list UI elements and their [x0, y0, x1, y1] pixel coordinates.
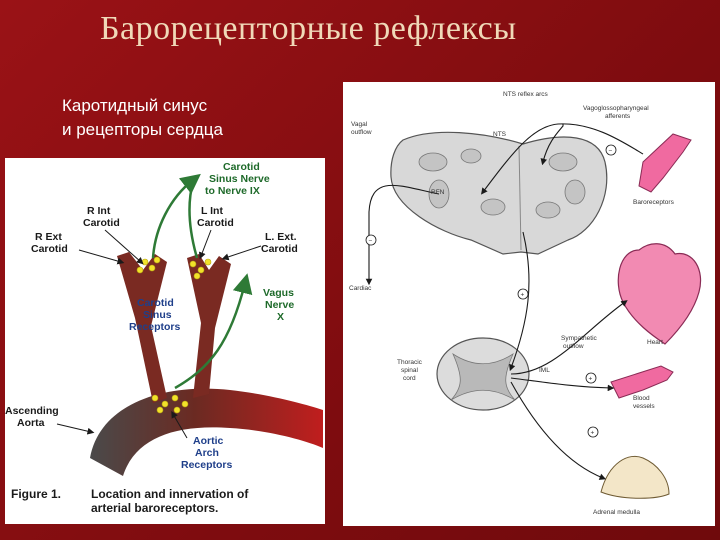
- carotid-figure-panel: Carotid Sinus Nerve to Nerve IX R Int Ca…: [5, 158, 325, 524]
- pointer-aortic-receptors: [171, 410, 188, 439]
- label-l-int-carotid-2: Carotid: [197, 217, 234, 229]
- label-thoracic-2: spinal: [401, 367, 419, 374]
- slide-subtitle: Каротидный синус и рецепторы сердца: [62, 94, 322, 142]
- reflex-arc-figure-panel: NTS reflex arcs Vagal outflow NTS Vagogl…: [343, 82, 715, 526]
- figure-caption-line-1: Location and innervation of: [91, 487, 249, 501]
- label-sympathetic-outflow-2: outflow: [563, 343, 584, 350]
- label-r-ext-carotid-1: R Ext: [35, 231, 62, 243]
- label-vagoglossopharyngeal-2: afferents: [605, 113, 631, 120]
- adrenal-medulla-drawing: [600, 455, 670, 499]
- carotid-sinus-nerve-left: [188, 181, 199, 259]
- sign-adrenal-plus: +: [591, 430, 595, 437]
- pathway-to-vessels: [510, 377, 615, 392]
- label-heart: Heart: [647, 339, 663, 346]
- sign-descending-plus: +: [521, 292, 525, 299]
- label-r-int-carotid-1: R Int: [87, 205, 111, 217]
- sign-vessels-plus: +: [589, 376, 593, 383]
- carotid-sinus-receptor-dots: [136, 256, 212, 280]
- pathway-descending: [509, 231, 530, 372]
- label-rfn: RFN: [431, 189, 445, 196]
- pathway-to-heart: [510, 300, 628, 375]
- left-carotid-artery: [187, 254, 231, 398]
- label-adrenal-medulla: Adrenal medulla: [593, 509, 640, 516]
- medulla-nuclei: [418, 148, 586, 219]
- sign-afferent-minus: −: [609, 148, 613, 155]
- label-nts-reflex-arcs: NTS reflex arcs: [503, 91, 549, 98]
- label-vagus-nerve-3: X: [277, 311, 284, 323]
- aortic-arch: [90, 388, 323, 476]
- label-carotid-sinus-nerve-1: Carotid: [223, 161, 260, 173]
- label-carotid-sinus-receptors-2: Sinus: [143, 309, 172, 321]
- carotid-figure: Carotid Sinus Nerve to Nerve IX R Int Ca…: [5, 161, 323, 515]
- label-ascending-aorta-1: Ascending: [5, 405, 59, 417]
- pathway-to-adrenal: [510, 381, 607, 480]
- label-aortic-arch-receptors-1: Aortic: [193, 435, 223, 447]
- label-aortic-arch-receptors-3: Receptors: [181, 459, 233, 471]
- right-carotid-artery: [117, 252, 167, 403]
- pathway-vagal-outflow: [365, 184, 440, 286]
- label-carotid-sinus-receptors-3: Receptors: [129, 321, 181, 333]
- pointer-l-ext: [221, 245, 262, 261]
- label-vagoglossopharyngeal-1: Vagoglossopharyngeal: [583, 105, 649, 112]
- label-vagal-outflow-1: Vagal: [351, 121, 368, 128]
- pathway-nts-arc: [540, 124, 564, 166]
- pointer-r-ext: [78, 249, 125, 265]
- heart-drawing: [617, 243, 702, 345]
- baroreceptor-vessel: [638, 133, 692, 193]
- label-nts: NTS: [493, 131, 507, 138]
- label-blood-vessels-1: Blood: [633, 395, 650, 402]
- pointer-l-int: [198, 229, 212, 260]
- label-iml: IML: [539, 367, 550, 374]
- vagus-nerve: [174, 273, 253, 390]
- pointer-ascending-aorta: [56, 423, 95, 435]
- sign-vagal-minus: −: [369, 238, 373, 245]
- label-carotid-sinus-receptors-1: Carotid: [137, 297, 174, 309]
- label-l-ext-carotid-2: Carotid: [261, 243, 298, 255]
- label-aortic-arch-receptors-2: Arch: [195, 447, 219, 459]
- subtitle-line-1: Каротидный синус: [62, 96, 208, 115]
- figure-caption-line-2: arterial baroreceptors.: [91, 501, 218, 515]
- label-cardiac: Cardiac: [349, 285, 372, 292]
- blood-vessel-drawing: [610, 365, 674, 399]
- label-carotid-sinus-nerve-3: to Nerve IX: [205, 185, 260, 197]
- pointer-r-int: [104, 229, 144, 265]
- label-vagus-nerve-2: Nerve: [265, 299, 294, 311]
- label-thoracic-3: cord: [403, 375, 416, 382]
- label-baroreceptors: Baroreceptors: [633, 199, 675, 206]
- reflex-arc-figure: NTS reflex arcs Vagal outflow NTS Vagogl…: [349, 91, 702, 516]
- spinal-gray-matter: [450, 352, 516, 401]
- label-blood-vessels-2: vessels: [633, 403, 655, 410]
- sign-markers: − − + + +: [365, 144, 617, 438]
- carotid-sinus-nerve-right: [151, 173, 201, 259]
- pathway-afferent: [481, 123, 644, 195]
- aortic-arch-receptor-dots: [151, 394, 189, 414]
- medulla-midline: [518, 145, 522, 251]
- label-l-ext-carotid-1: L. Ext.: [265, 231, 297, 243]
- label-carotid-sinus-nerve-2: Sinus Nerve: [209, 173, 270, 185]
- label-sympathetic-outflow-1: Sympathetic: [561, 335, 598, 342]
- label-vagus-nerve-1: Vagus: [263, 287, 294, 299]
- slide-title: Барорецепторные рефлексы: [100, 10, 517, 47]
- label-ascending-aorta-2: Aorta: [17, 417, 45, 429]
- label-l-int-carotid-1: L Int: [201, 205, 223, 217]
- label-thoracic-1: Thoracic: [397, 359, 423, 366]
- figure-caption-label: Figure 1.: [11, 487, 61, 501]
- label-r-ext-carotid-2: Carotid: [31, 243, 68, 255]
- label-vagal-outflow-2: outflow: [351, 129, 372, 136]
- label-r-int-carotid-2: Carotid: [83, 217, 120, 229]
- subtitle-line-2: и рецепторы сердца: [62, 120, 223, 139]
